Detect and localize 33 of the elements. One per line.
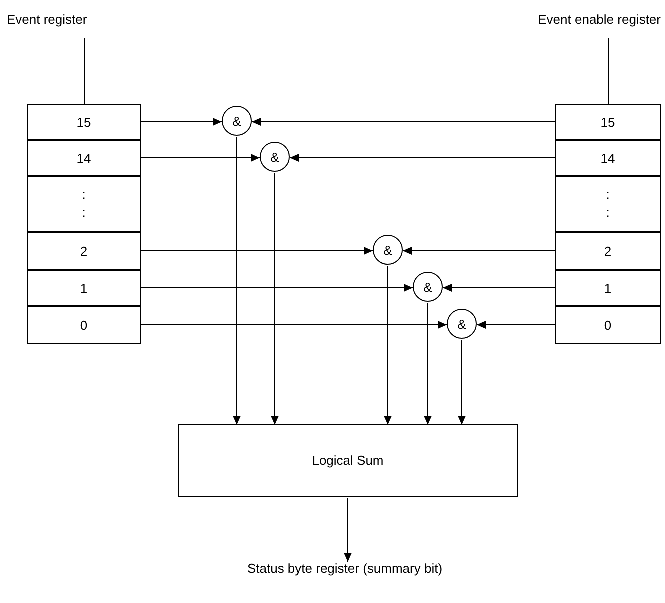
and-gate-circle: & xyxy=(447,309,477,339)
register-bit-cell: 14 xyxy=(27,140,141,176)
register-heading: Event register xyxy=(7,12,88,27)
arrow xyxy=(424,302,432,426)
and-gate-circle: & xyxy=(260,142,290,172)
arrow xyxy=(442,284,556,292)
and-gate-circle: & xyxy=(222,106,252,136)
register-bit-cell: 2 xyxy=(27,232,141,270)
and-gate-circle: & xyxy=(373,235,403,265)
register-bit-cell: 1 xyxy=(555,270,661,306)
register-heading: Event enable register xyxy=(538,12,661,27)
arrow xyxy=(252,118,556,126)
arrow xyxy=(402,247,556,255)
register-bit-cell: 14 xyxy=(555,140,661,176)
register-bit-cell: : : xyxy=(555,176,661,232)
arrow xyxy=(140,118,222,126)
and-gate-circle: & xyxy=(413,272,443,302)
arrow xyxy=(344,498,352,562)
arrow xyxy=(271,172,279,426)
register-bit-cell: 1 xyxy=(27,270,141,306)
arrow xyxy=(140,247,374,255)
arrow xyxy=(290,154,556,162)
arrow xyxy=(476,321,556,329)
arrow xyxy=(140,321,448,329)
arrow xyxy=(233,136,241,426)
register-bit-cell: : : xyxy=(27,176,141,232)
register-bit-cell: 2 xyxy=(555,232,661,270)
arrow xyxy=(384,266,392,426)
output-label: Status byte register (summary bit) xyxy=(200,561,490,585)
arrow xyxy=(140,154,260,162)
arrow xyxy=(140,284,414,292)
logical-sum-box: Logical Sum xyxy=(178,424,518,497)
arrow xyxy=(458,340,466,426)
